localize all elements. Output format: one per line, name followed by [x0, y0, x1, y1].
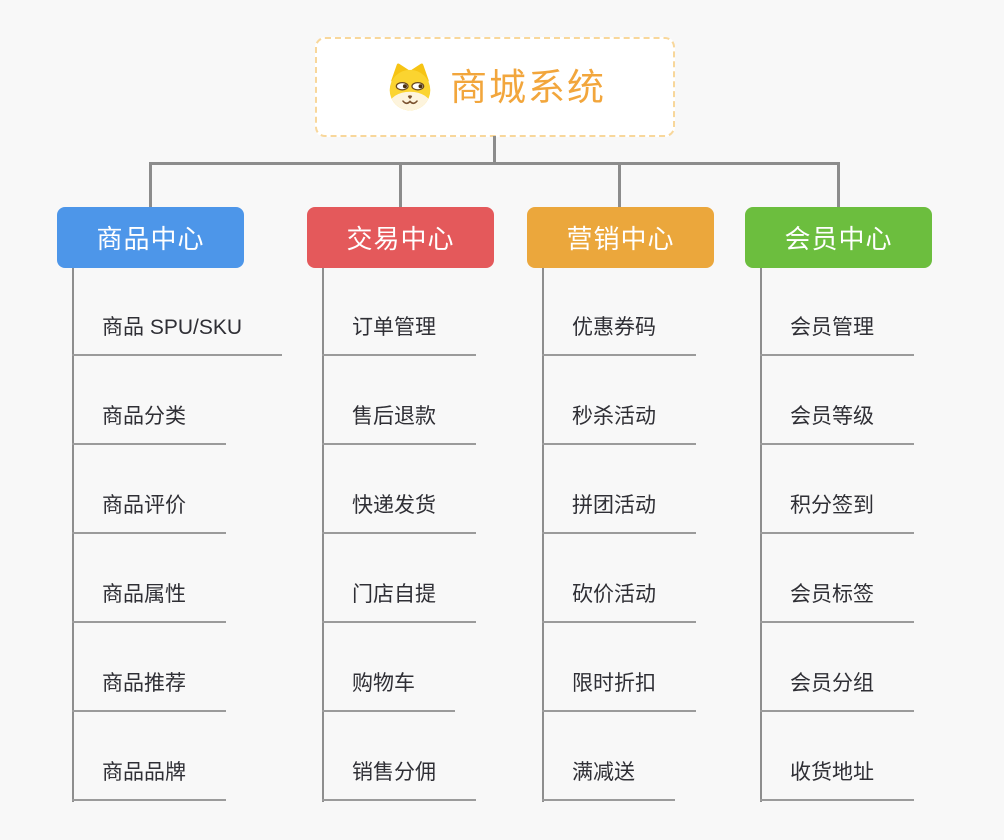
branch-label: 营销中心: [566, 224, 675, 254]
connector-drop-marketing: [618, 164, 621, 208]
doge-icon: [384, 62, 436, 112]
leaf-node[interactable]: 会员标签: [760, 580, 914, 623]
leaf-node[interactable]: 会员分组: [760, 669, 914, 712]
leaf-node[interactable]: 销售分佣: [322, 758, 476, 801]
leaf-node[interactable]: 购物车: [322, 669, 455, 712]
connector-root-stem: [493, 136, 496, 163]
leaf-node[interactable]: 积分签到: [760, 491, 914, 534]
leaf-node[interactable]: 会员等级: [760, 402, 914, 445]
leaf-node[interactable]: 优惠券码: [542, 313, 696, 356]
connector-drop-trade: [399, 164, 402, 208]
connector-drop-member: [837, 164, 840, 208]
leaf-node[interactable]: 拼团活动: [542, 491, 696, 534]
leaf-node[interactable]: 商品品牌: [72, 758, 226, 801]
connector-drop-product: [149, 164, 152, 208]
branch-node-member-center[interactable]: 会员中心: [745, 207, 932, 268]
leaf-node[interactable]: 商品评价: [72, 491, 226, 534]
branch-child-line-marketing-center: [542, 268, 544, 802]
branch-node-product-center[interactable]: 商品中心: [57, 207, 244, 268]
leaf-node[interactable]: 满减送: [542, 758, 675, 801]
leaf-node[interactable]: 商品 SPU/SKU: [72, 313, 283, 356]
connector-bus: [149, 162, 840, 165]
leaf-node[interactable]: 秒杀活动: [542, 402, 696, 445]
leaf-node[interactable]: 收货地址: [760, 758, 914, 801]
branch-label: 会员中心: [784, 224, 893, 254]
branch-child-line-member-center: [760, 268, 762, 802]
leaf-node[interactable]: 会员管理: [760, 313, 914, 356]
leaf-node[interactable]: 砍价活动: [542, 580, 696, 623]
branch-child-line-trade-center: [322, 268, 324, 802]
branch-child-line-product-center: [72, 268, 74, 802]
leaf-node[interactable]: 门店自提: [322, 580, 476, 623]
leaf-node[interactable]: 商品推荐: [72, 669, 226, 712]
root-node-mall-system[interactable]: 商城系统: [315, 37, 675, 137]
root-title: 商城系统: [450, 66, 606, 108]
leaf-node[interactable]: 商品分类: [72, 402, 226, 445]
branch-node-trade-center[interactable]: 交易中心: [307, 207, 494, 268]
leaf-node[interactable]: 售后退款: [322, 402, 476, 445]
leaf-node[interactable]: 快递发货: [322, 491, 476, 534]
leaf-node[interactable]: 商品属性: [72, 580, 226, 623]
leaf-node[interactable]: 限时折扣: [542, 669, 696, 712]
branch-label: 交易中心: [346, 224, 455, 254]
branch-label: 商品中心: [96, 224, 205, 254]
leaf-node[interactable]: 订单管理: [322, 313, 476, 356]
branch-node-marketing-center[interactable]: 营销中心: [527, 207, 714, 268]
